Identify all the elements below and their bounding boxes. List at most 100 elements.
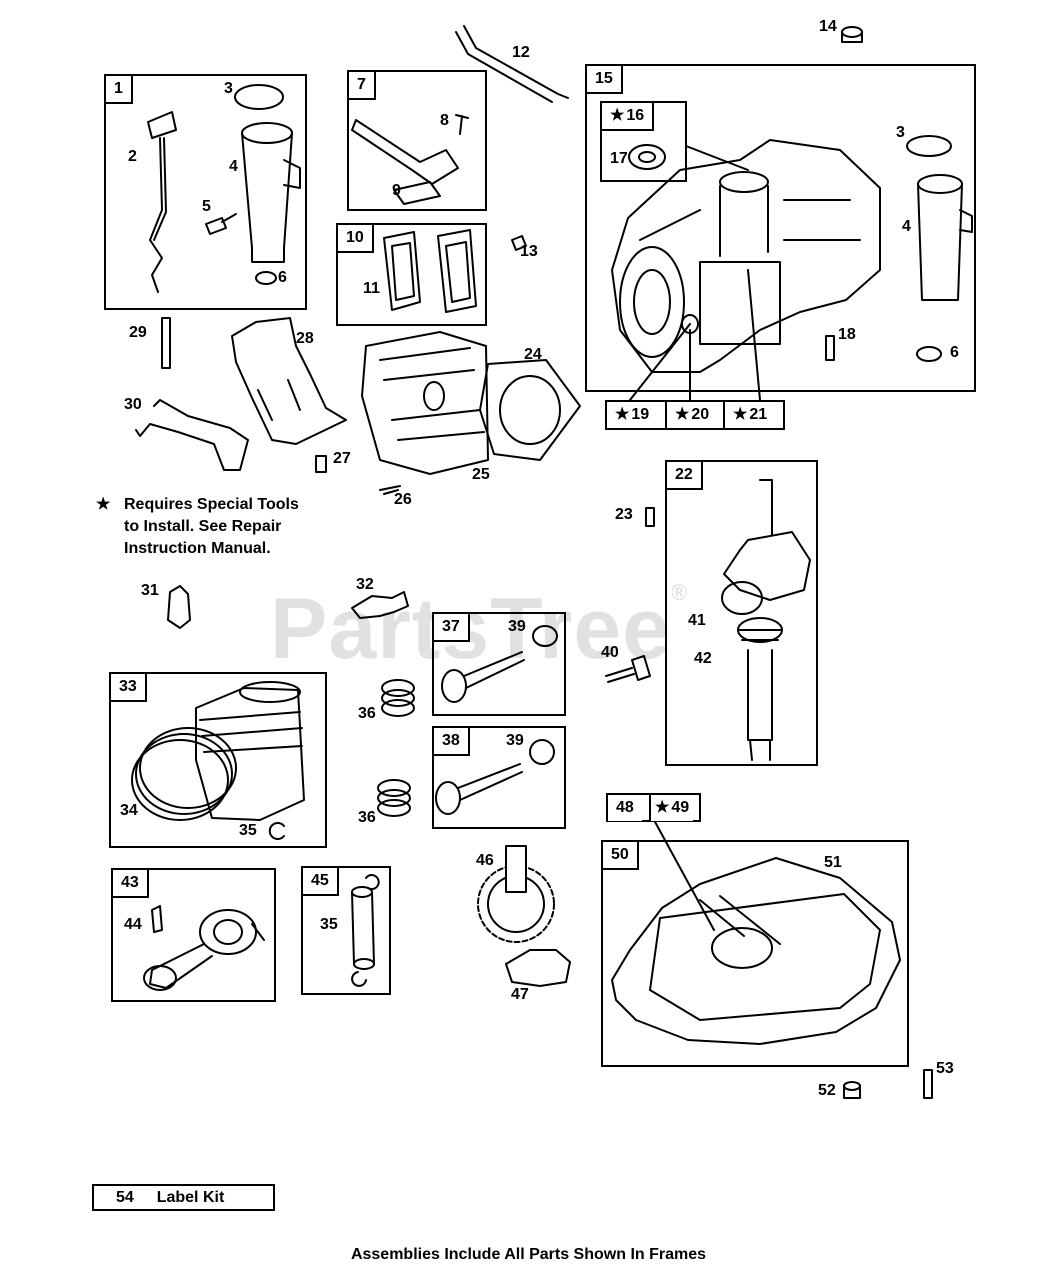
pin-18-drawing (825, 335, 835, 361)
connecting-rod-drawing (143, 909, 265, 991)
frame-33: 33 (109, 672, 327, 848)
callout-35b: 35 (320, 916, 338, 933)
callout-23: 23 (615, 506, 633, 523)
frame-20-label: 20 (667, 402, 718, 428)
breather-drawing (351, 114, 469, 205)
frame-21: 21 (723, 400, 785, 430)
callout-40: 40 (601, 644, 619, 661)
o-ring-6b-drawing (916, 346, 942, 362)
frame-48-label: 48 (608, 795, 642, 821)
cam-gear-drawing (477, 845, 555, 943)
callout-12: 12 (512, 44, 530, 61)
frame-45: 45 (301, 866, 391, 995)
valve-38-drawing (435, 763, 523, 815)
callout-3: 3 (224, 80, 233, 97)
notice-line-1: Requires Special Tools (124, 496, 299, 513)
frame-20: 20 (665, 400, 725, 430)
callout-9: 9 (392, 182, 401, 199)
pipe-drawing (455, 25, 569, 103)
star-icon: ★ (96, 496, 111, 513)
callout-6: 6 (278, 269, 287, 286)
callout-46: 46 (476, 852, 494, 869)
callout-44: 44 (124, 916, 142, 933)
spark-plug-drawing (351, 591, 409, 619)
callout-5: 5 (202, 198, 211, 215)
seal-17-drawing (628, 144, 666, 170)
callout-47: 47 (511, 986, 529, 1003)
watermark: PartsTree® (270, 580, 689, 677)
frame-38: 38 (432, 726, 566, 829)
callout-41: 41 (688, 612, 706, 629)
frame-1: 1 (104, 74, 307, 310)
connector-31-drawing (167, 585, 191, 629)
callout-14: 14 (819, 18, 837, 35)
plug-14-drawing (841, 26, 863, 43)
plug-52-drawing (843, 1081, 861, 1099)
frame-43: 43 (111, 868, 276, 1002)
tube-4b-drawing (917, 174, 973, 301)
frame-37: 37 (432, 612, 566, 716)
callout-17: 17 (610, 150, 628, 167)
frame-45-label: 45 (303, 868, 339, 896)
callout-53: 53 (936, 1060, 954, 1077)
callout-31: 31 (141, 582, 159, 599)
callout-27: 27 (333, 450, 351, 467)
bolt-13-drawing (511, 235, 527, 251)
callout-51: 51 (824, 854, 842, 871)
bolt-53-drawing (923, 1069, 933, 1099)
callout-32: 32 (356, 576, 374, 593)
frame-48: 48 (606, 793, 651, 822)
callout-18: 18 (838, 326, 856, 343)
frame-15-label: 15 (587, 66, 623, 94)
clip-35a-drawing (268, 822, 285, 840)
piston-drawing (195, 681, 305, 821)
callout-39: 39 (508, 618, 526, 635)
spring-36a-drawing (381, 679, 415, 717)
callout-24: 24 (524, 346, 542, 363)
tappet-drawing (605, 655, 651, 683)
head-gasket-drawing (479, 359, 581, 461)
frame-21-label: 21 (725, 402, 776, 428)
callout-6b: 6 (950, 344, 959, 361)
crankshaft-drawing (721, 479, 811, 761)
frame-10: 10 (336, 223, 487, 326)
frame-50: 50 (601, 840, 909, 1067)
piston-rings-drawing (131, 727, 237, 821)
bracket-30-drawing (135, 399, 249, 471)
callout-34: 34 (120, 802, 138, 819)
label-kit-number: 54 (116, 1189, 134, 1206)
o-ring-3b-drawing (906, 135, 952, 157)
callout-39b: 39 (506, 732, 524, 749)
frame-37-label: 37 (434, 614, 470, 642)
valve-37-drawing (441, 651, 525, 703)
key-23-drawing (645, 507, 655, 527)
cover-28-drawing (231, 317, 347, 445)
bolt-26-drawing (379, 485, 401, 495)
notice-line-2: to Install. See Repair (124, 518, 282, 535)
oil-fill-tube-drawing (241, 122, 301, 263)
footer-caption: Assemblies Include All Parts Shown In Fr… (350, 1246, 707, 1263)
frame-16-label: 16 (602, 103, 655, 131)
gasket-pair-drawing (383, 229, 477, 313)
leader-49-drawing (653, 819, 715, 931)
label-kit-box: 54 Label Kit (92, 1184, 275, 1211)
o-ring-drawing (234, 84, 284, 110)
sump-drawing (611, 857, 901, 1045)
special-tools-notice: ★ Requires Special Tools to Install. See… (96, 494, 299, 560)
bolt-44-drawing (151, 905, 163, 933)
callout-35: 35 (239, 822, 257, 839)
frame-49-label: 49 (651, 795, 694, 821)
callout-28: 28 (296, 330, 314, 347)
retainer-39b-drawing (529, 739, 555, 765)
callout-4b: 4 (902, 218, 911, 235)
callout-36: 36 (358, 705, 376, 722)
frame-7-label: 7 (349, 72, 376, 100)
callout-52: 52 (818, 1082, 836, 1099)
callout-30: 30 (124, 396, 142, 413)
frame-19-label: 19 (607, 402, 658, 428)
wrist-pin-drawing (351, 886, 375, 970)
governor-drawing (505, 949, 571, 987)
clip-35b-top-drawing (365, 874, 380, 891)
frame-49: 49 (649, 793, 701, 822)
spring-36b-drawing (377, 779, 411, 817)
